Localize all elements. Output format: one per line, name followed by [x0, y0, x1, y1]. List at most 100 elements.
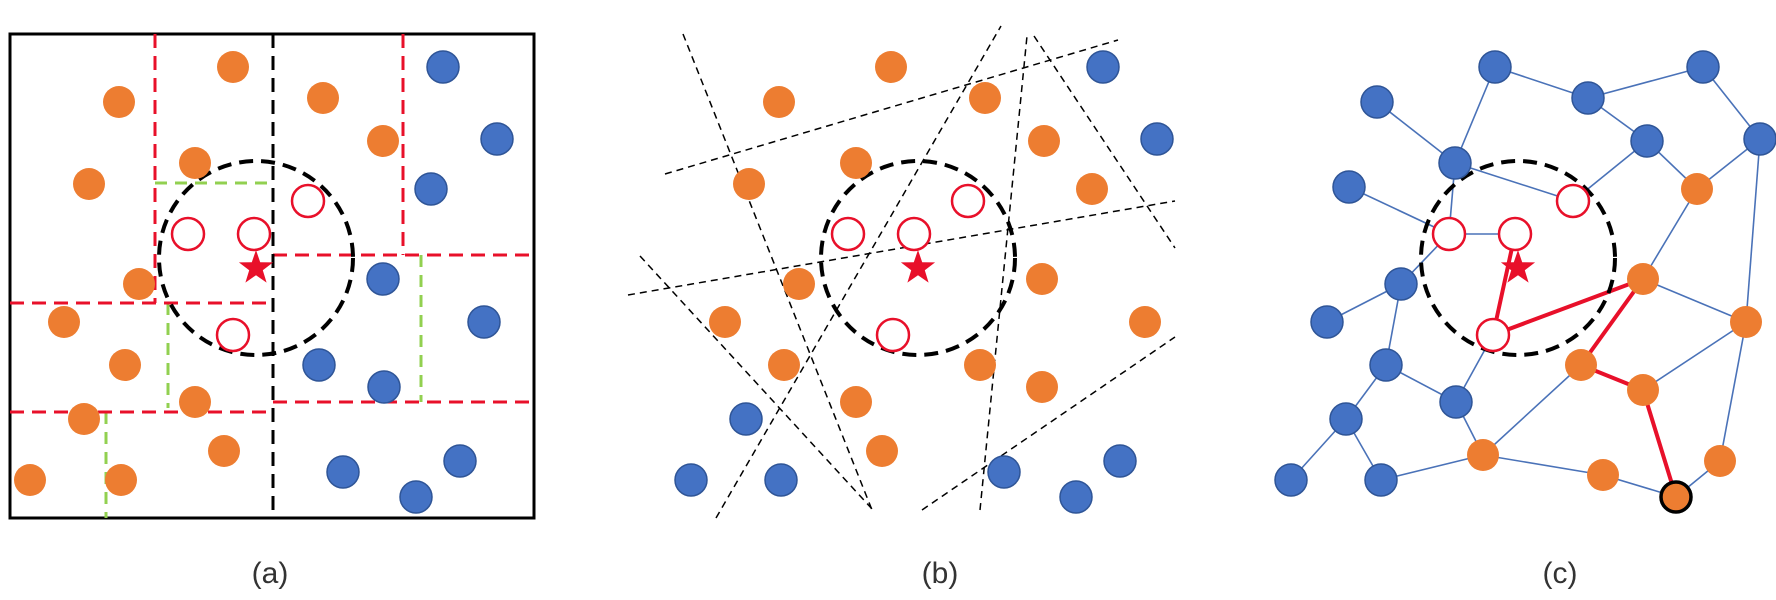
orange-point	[48, 306, 80, 338]
orange-point	[217, 51, 249, 83]
search-path-edge	[1641, 388, 1678, 499]
blue-node	[1360, 85, 1394, 119]
blue-point	[367, 370, 401, 404]
blue-point	[1059, 480, 1093, 514]
blue-point	[1140, 122, 1174, 156]
blue-point	[302, 348, 336, 382]
orange-point	[763, 86, 795, 118]
graph-edge	[1587, 66, 1704, 99]
hyperplane-line	[1033, 35, 1176, 249]
hyperplane-line	[627, 200, 1176, 296]
caption-a: (a)	[252, 557, 289, 590]
orange-point	[109, 349, 141, 381]
blue-node	[1439, 385, 1473, 419]
blue-node	[1329, 402, 1363, 436]
panel-c	[1274, 50, 1776, 514]
graph-edge	[1642, 278, 1747, 323]
hyperplane-lines	[627, 25, 1176, 519]
blue-point	[399, 480, 433, 514]
candidate-point	[215, 317, 251, 353]
candidate-point	[830, 216, 866, 252]
blue-point	[426, 50, 460, 84]
blue-point	[326, 455, 360, 489]
orange-point	[105, 464, 137, 496]
orange-node	[1730, 306, 1762, 338]
candidate-point	[1431, 216, 1467, 252]
hyperplane-line	[639, 255, 874, 511]
orange-point	[14, 464, 46, 496]
blue-nodes	[1274, 50, 1776, 497]
blue-point	[467, 305, 501, 339]
caption-b: (b)	[922, 557, 959, 590]
red-partition-lines	[10, 34, 534, 414]
orange-point	[307, 82, 339, 114]
orange-point	[969, 82, 1001, 114]
orange-point	[733, 168, 765, 200]
orange-point	[123, 268, 155, 300]
graph-edge	[1719, 321, 1747, 462]
blue-point	[366, 262, 400, 296]
search-radius-circle	[1419, 159, 1617, 357]
orange-points	[709, 51, 1161, 467]
orange-point	[866, 435, 898, 467]
orange-node	[1681, 173, 1713, 205]
orange-point	[840, 386, 872, 418]
search-radius-circle	[819, 159, 1017, 357]
search-radius-circle	[157, 159, 355, 357]
orange-point	[875, 51, 907, 83]
blue-point	[987, 455, 1021, 489]
search-path-edge	[1491, 277, 1645, 337]
orange-point	[179, 386, 211, 418]
graph-edge	[1482, 364, 1582, 456]
orange-points	[14, 51, 399, 496]
graph-edge	[1380, 454, 1484, 481]
candidate-point	[290, 183, 326, 219]
orange-point	[73, 168, 105, 200]
orange-node	[1467, 439, 1499, 471]
orange-point	[367, 125, 399, 157]
candidate-point	[1475, 317, 1511, 353]
orange-point	[1026, 263, 1058, 295]
graph-edge	[1348, 186, 1450, 235]
orange-node	[1704, 445, 1736, 477]
blue-node	[1743, 122, 1776, 156]
orange-nodes	[1467, 173, 1762, 491]
candidate-point	[875, 317, 911, 353]
graph-edge	[1642, 321, 1747, 391]
graph-edge	[1454, 162, 1574, 202]
graph-edge	[1745, 138, 1761, 323]
orange-point	[1028, 125, 1060, 157]
blue-node	[1571, 81, 1605, 115]
blue-node	[1686, 50, 1720, 84]
blue-point	[480, 122, 514, 156]
orange-point	[783, 268, 815, 300]
blue-node	[1384, 267, 1418, 301]
blue-node	[1332, 170, 1366, 204]
graph-edge	[1454, 66, 1496, 164]
hyperplane-line	[715, 25, 1002, 519]
blue-point	[443, 444, 477, 478]
blue-point	[1103, 444, 1137, 478]
graph-edges	[1290, 66, 1761, 498]
entry-node	[1659, 480, 1693, 514]
candidate-point	[236, 216, 272, 252]
orange-point	[208, 435, 240, 467]
blue-point	[764, 463, 798, 497]
hyperplane-line	[664, 39, 1119, 175]
orange-point	[1026, 371, 1058, 403]
orange-point	[840, 147, 872, 179]
candidate-point	[170, 216, 206, 252]
star-icon	[238, 250, 274, 283]
hyperplane-line	[979, 35, 1028, 511]
orange-point	[1076, 173, 1108, 205]
blue-point	[1086, 50, 1120, 84]
orange-point	[768, 349, 800, 381]
blue-point	[729, 402, 763, 436]
blue-point	[414, 172, 448, 206]
orange-point	[1129, 306, 1161, 338]
orange-node	[1627, 374, 1659, 406]
hyperplane-line	[682, 33, 873, 511]
green-partition-lines	[104, 181, 423, 518]
blue-points	[302, 50, 514, 514]
